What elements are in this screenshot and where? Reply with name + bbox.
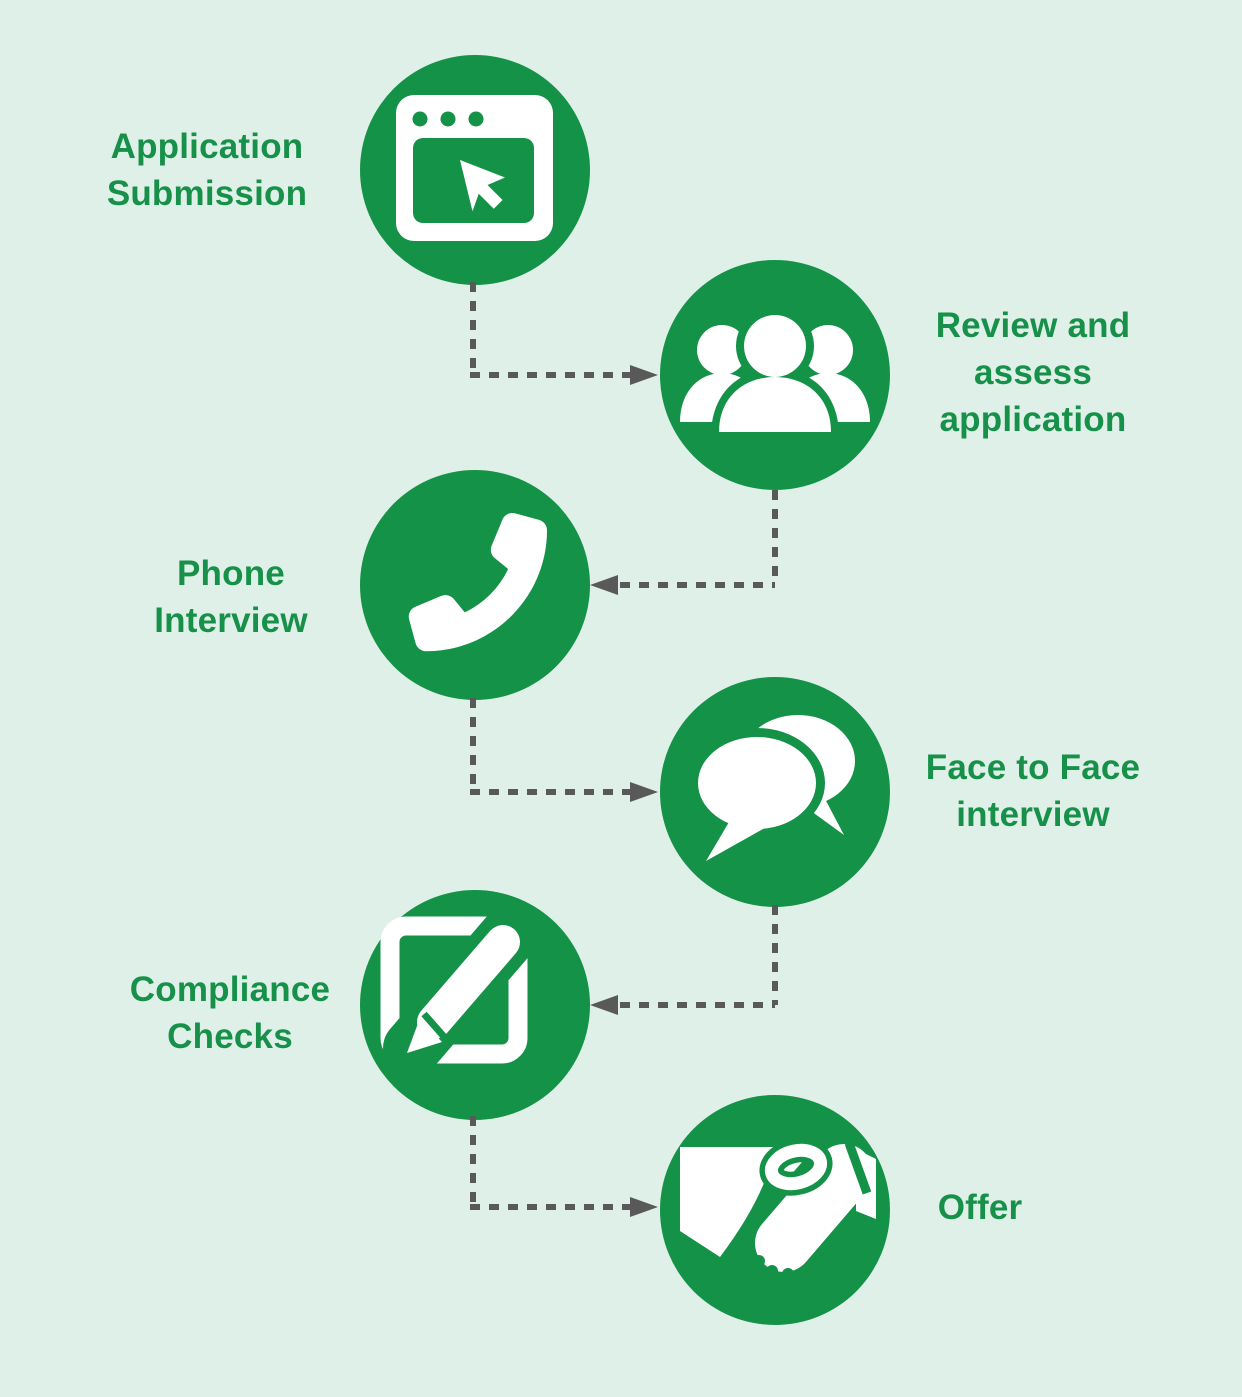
- handshake-icon: [680, 1138, 876, 1283]
- connector-5-6-arrowhead-icon: [630, 1197, 658, 1217]
- connector-2-3-vertical: [772, 490, 778, 585]
- step-circle-face-to-face: [660, 677, 890, 907]
- step-circle-compliance-checks: [360, 890, 590, 1120]
- step-circle-review-assess: [660, 260, 890, 490]
- step-label-offer: Offer: [937, 1188, 1023, 1227]
- connector-2-3-arrowhead-icon: [590, 575, 618, 595]
- step-circle-application-submission: [360, 55, 590, 285]
- browser-window-cursor-icon: [396, 95, 553, 241]
- pencil-square-icon: [380, 905, 539, 1077]
- step-label-application-submission: Application Submission: [106, 127, 308, 213]
- connector-5-6-horizontal: [470, 1204, 630, 1210]
- connector-3-4-arrowhead-icon: [630, 782, 658, 802]
- connector-1-2-arrowhead-icon: [630, 365, 658, 385]
- step-circle-phone-interview: [360, 470, 590, 700]
- step-label-compliance-checks: Compliance Checks: [129, 970, 331, 1056]
- connector-5-6-vertical: [470, 1116, 476, 1210]
- phone-handset-icon: [408, 512, 547, 652]
- connector-2-3-horizontal: [620, 582, 775, 588]
- connector-4-5-arrowhead-icon: [590, 995, 618, 1015]
- speech-bubbles-icon: [689, 715, 855, 869]
- connector-4-5-vertical: [772, 905, 778, 1005]
- step-label-review-assess: Review and assess application: [935, 306, 1131, 439]
- step-label-phone-interview: Phone Interview: [154, 554, 308, 640]
- step-label-face-to-face: Face to Face interview: [925, 748, 1141, 834]
- people-group-icon: [680, 307, 870, 436]
- step-circle-offer: [660, 1095, 890, 1325]
- connector-4-5-horizontal: [620, 1002, 775, 1008]
- connector-3-4-vertical: [470, 698, 476, 792]
- connector-1-2-horizontal: [470, 372, 630, 378]
- connector-1-2-vertical: [470, 282, 476, 375]
- connector-3-4-horizontal: [470, 789, 630, 795]
